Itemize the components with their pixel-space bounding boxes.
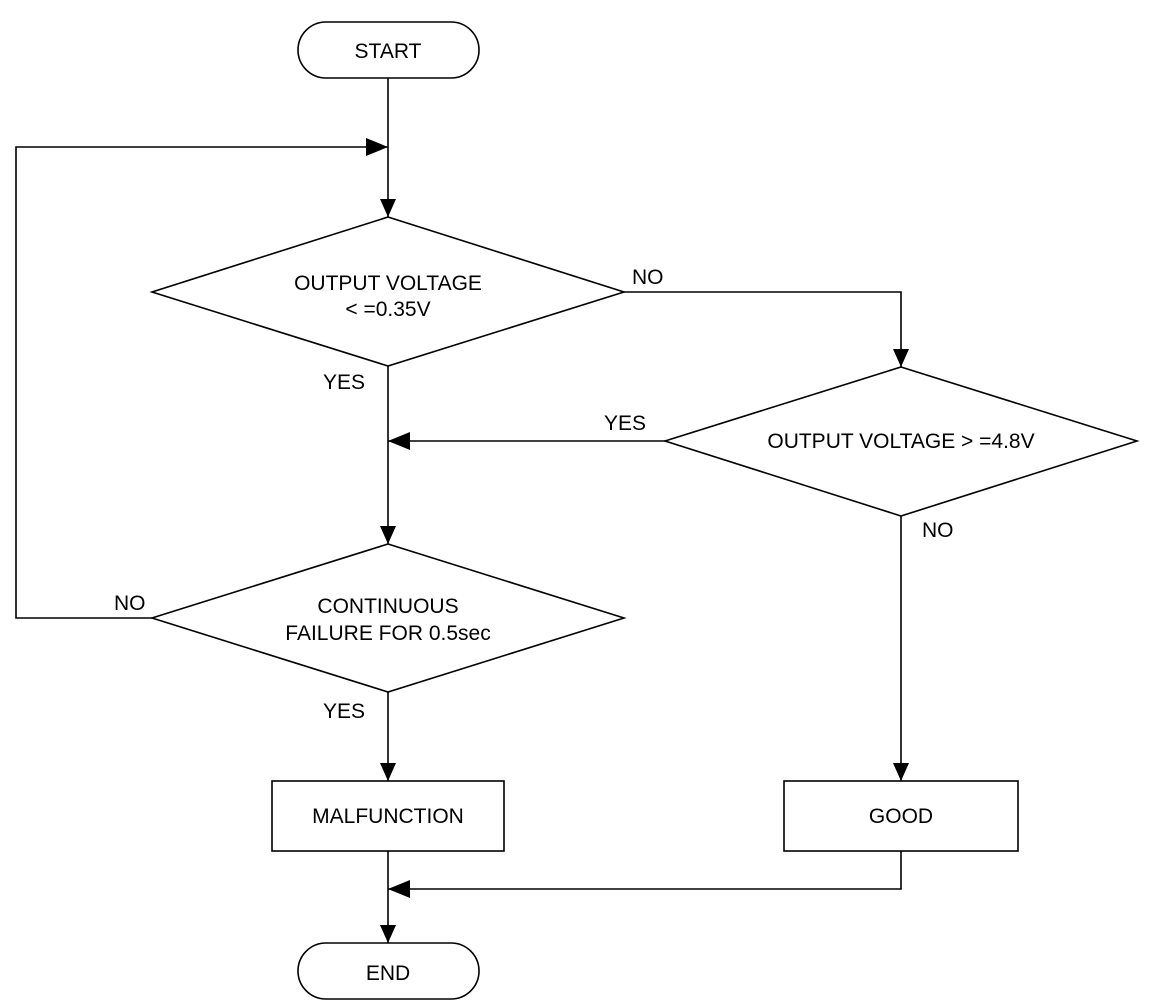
label-high-no: NO (922, 519, 954, 542)
connector-good-merge (388, 851, 902, 890)
label-low-no: NO (632, 266, 664, 289)
good-label: GOOD (869, 805, 933, 828)
end-label: END (366, 962, 410, 985)
malfunction-box (271, 780, 505, 852)
good-box (783, 780, 1019, 852)
decision-continuous-failure (149, 543, 627, 693)
arrow-into-decision-continuous (380, 526, 396, 544)
label-low-yes: YES (323, 371, 365, 394)
arrow-into-malfunction (380, 763, 396, 781)
decision-continuous-line2: FAILURE FOR 0.5sec (285, 622, 490, 645)
decision-low-line2: < =0.35V (345, 298, 430, 321)
decision-continuous-line1: CONTINUOUS (317, 595, 458, 618)
arrow-into-good (893, 763, 909, 781)
connector-loop-back (15, 146, 388, 619)
arrow-into-decision-high (893, 349, 909, 367)
start-label: START (355, 40, 422, 63)
decision-low-line1: OUTPUT VOLTAGE (294, 272, 482, 295)
arrow-good-merge (388, 880, 410, 898)
arrow-into-decision-low (380, 199, 396, 217)
label-cont-no: NO (114, 592, 146, 615)
label-cont-yes: YES (323, 700, 365, 723)
decision-high-line1: OUTPUT VOLTAGE > =4.8V (767, 430, 1034, 453)
malfunction-label: MALFUNCTION (312, 805, 464, 828)
connector-low-no (624, 291, 902, 367)
arrow-high-yes-merge (388, 432, 410, 450)
end-terminator (297, 942, 480, 1000)
label-high-yes: YES (604, 412, 646, 435)
arrow-into-end (380, 925, 396, 943)
